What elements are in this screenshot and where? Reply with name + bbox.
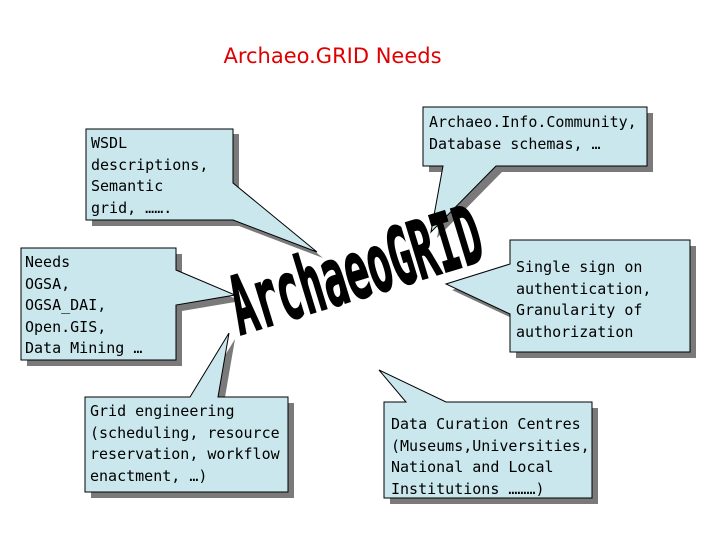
callout-curation-text: Data Curation Centres (Museums,Universit… bbox=[391, 415, 590, 498]
callout-wsdl-text: WSDL descriptions, Semantic grid, ……. bbox=[91, 134, 209, 217]
callout-sso-text: Single sign on authentication, Granulari… bbox=[516, 258, 652, 341]
callout-needs-text: Needs OGSA, OGSA_DAI, Open.GIS, Data Min… bbox=[25, 253, 143, 357]
callout-grid-eng bbox=[84, 332, 294, 498]
callout-grid-eng-text: Grid engineering (scheduling, resource r… bbox=[90, 402, 280, 485]
callout-curation bbox=[378, 369, 598, 504]
callout-sso bbox=[444, 239, 696, 358]
callout-archaeoinfo bbox=[422, 106, 653, 238]
slide-title: Archaeo.GRID Needs bbox=[223, 44, 442, 68]
callout-archaeoinfo-text: Archaeo.Info.Community, Database schemas… bbox=[429, 113, 637, 153]
callout-wsdl bbox=[85, 128, 323, 258]
callout-needs bbox=[20, 247, 241, 366]
